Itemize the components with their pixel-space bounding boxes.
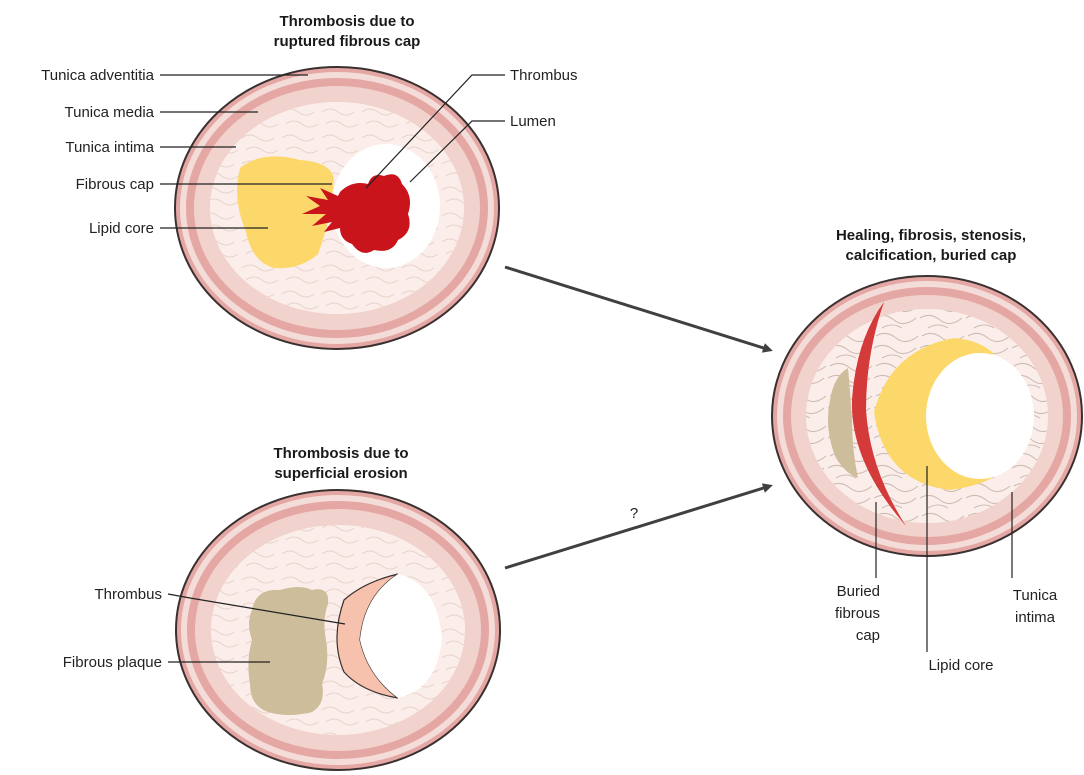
- label-thrombus-top: Thrombus: [510, 67, 578, 84]
- artery-cross-section-erosion: [176, 490, 500, 770]
- label-fibrous-plaque: Fibrous plaque: [63, 654, 162, 671]
- erosion-title-line2: superficial erosion: [274, 465, 407, 482]
- label-buried-line1: Buried: [837, 583, 880, 600]
- label-intima-line2: intima: [1015, 609, 1056, 626]
- label-tunica-intima: Tunica intima: [65, 139, 154, 156]
- label-lipid-core: Lipid core: [89, 220, 154, 237]
- label-tunica-adventitia: Tunica adventitia: [41, 67, 155, 84]
- label-buried-line3: cap: [856, 627, 880, 644]
- question-mark-label: ?: [630, 505, 638, 522]
- label-intima-line1: Tunica: [1013, 587, 1058, 604]
- label-tunica-media: Tunica media: [65, 104, 155, 121]
- healing-title-line1: Healing, fibrosis, stenosis,: [836, 227, 1026, 244]
- panel-ruptured: Thrombosis due to ruptured fibrous cap T…: [41, 13, 577, 349]
- fibrous-plaque: [248, 587, 328, 715]
- erosion-title-line1: Thrombosis due to: [274, 445, 409, 462]
- ruptured-title-line1: Thrombosis due to: [280, 13, 415, 30]
- panel-healing: Healing, fibrosis, stenosis, calcificati…: [772, 227, 1082, 674]
- healing-title-line2: calcification, buried cap: [846, 247, 1017, 264]
- arrow-ruptured-to-healing: [505, 267, 770, 350]
- label-buried-line2: fibrous: [835, 605, 880, 622]
- panel-erosion: Thrombosis due to superficial erosion Th…: [63, 445, 500, 770]
- label-lumen: Lumen: [510, 113, 556, 130]
- arrow-erosion-to-healing: [505, 486, 770, 568]
- label-lipid-core-healing: Lipid core: [928, 657, 993, 674]
- artery-cross-section-ruptured: [175, 67, 499, 349]
- lumen: [926, 353, 1034, 479]
- label-thrombus-erosion: Thrombus: [94, 586, 162, 603]
- ruptured-title-line2: ruptured fibrous cap: [274, 33, 421, 50]
- label-fibrous-cap: Fibrous cap: [76, 176, 154, 193]
